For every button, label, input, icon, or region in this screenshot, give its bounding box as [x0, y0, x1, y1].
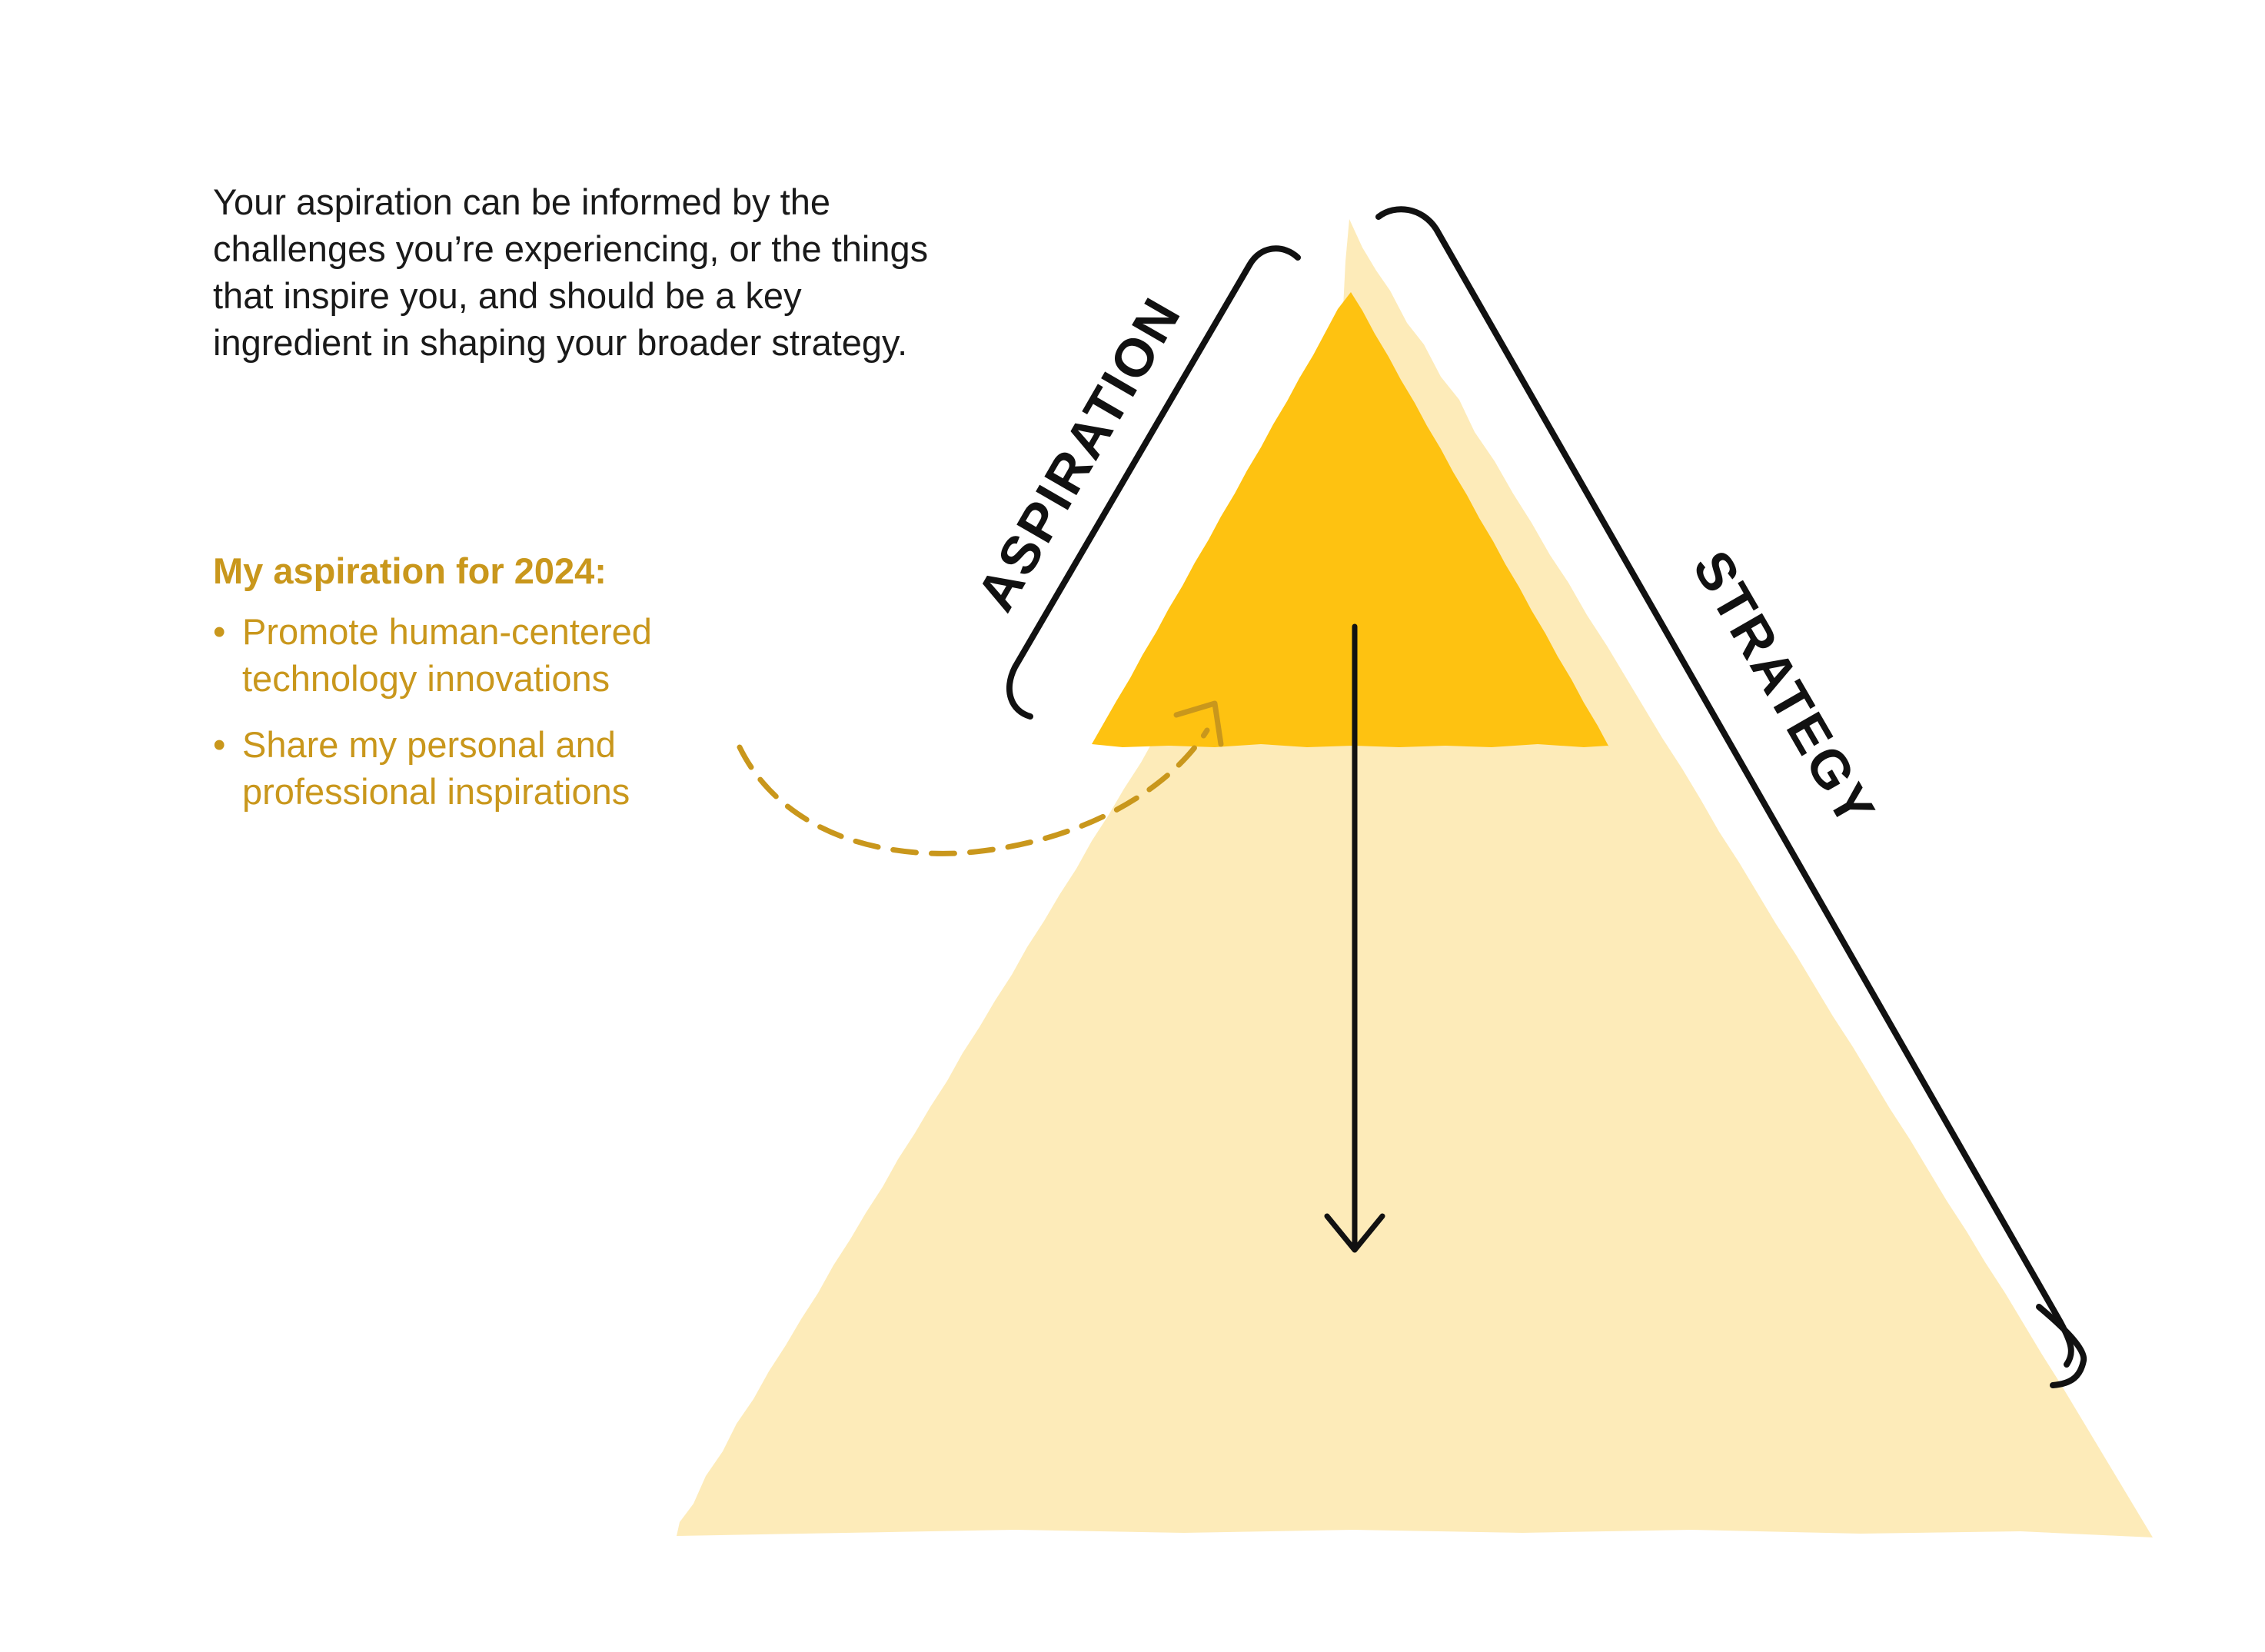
strategy-label: STRATEGY — [1681, 541, 1888, 837]
dashed-connector-arrow — [737, 727, 1210, 856]
bullet-icon: • — [213, 724, 226, 765]
aspiration-item-text: Promote human-centered technology innova… — [242, 611, 652, 699]
aspiration-item: • Share my personal and professional ins… — [213, 721, 797, 815]
intro-paragraph: Your aspiration can be informed by the c… — [213, 181, 929, 363]
aspiration-label: ASPIRATION — [965, 287, 1192, 620]
down-arrow-icon — [1324, 1213, 1385, 1253]
aspiration-pyramid-shape — [1092, 292, 1610, 749]
aspiration-heading: My aspiration for 2024: — [213, 550, 607, 591]
aspiration-item-text: Share my personal and professional inspi… — [242, 724, 630, 812]
aspiration-list: • Promote human-centered technology inno… — [213, 608, 797, 815]
strategy-bracket — [1375, 206, 2074, 1368]
strategy-bracket-end — [2036, 1304, 2087, 1388]
bullet-icon: • — [213, 611, 226, 652]
strategy-pyramid-shape — [677, 219, 2153, 1537]
dashed-arrow-head-icon — [1173, 700, 1224, 747]
aspiration-note: My aspiration for 2024: • Promote human-… — [213, 547, 797, 834]
aspiration-bracket — [1006, 245, 1301, 720]
aspiration-item: • Promote human-centered technology inno… — [213, 608, 797, 702]
